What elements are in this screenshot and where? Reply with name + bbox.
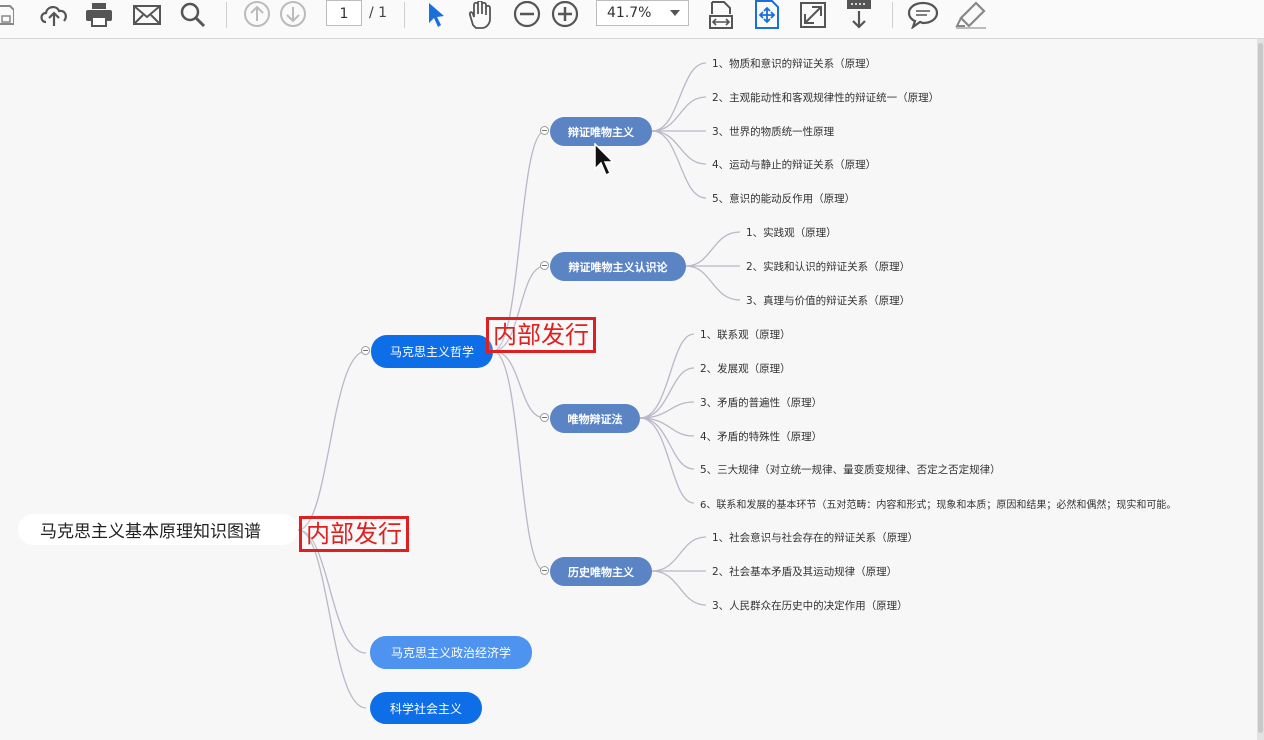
leaf-item: 1、联系观（原理） [700,329,791,341]
leaf-item: 5、意识的能动反作用（原理） [712,193,856,205]
node-political-economy[interactable]: 马克思主义政治经济学 [370,636,532,669]
collapse-toggle-icon[interactable] [361,346,370,355]
zoom-out-icon[interactable] [512,0,542,30]
collapse-toggle-icon[interactable] [540,566,549,575]
save-icon[interactable] [0,0,14,30]
zoom-select[interactable]: 41.7% [596,0,689,26]
zoom-value: 41.7% [607,5,652,21]
fit-width-icon[interactable] [706,0,736,30]
internal-release-stamp: 内部发行 [486,317,596,353]
toolbar-divider [226,2,227,28]
select-tool-icon[interactable] [422,0,448,30]
leaf-item: 1、社会意识与社会存在的辩证关系（原理） [712,532,919,544]
leaf-item: 2、主观能动性和客观规律性的辩证统一（原理） [712,92,940,104]
mindmap-root-node[interactable]: 马克思主义基本原理知识图谱 [18,514,298,545]
leaf-item: 4、矛盾的特殊性（原理） [700,431,823,443]
leaf-item: 6、联系和发展的基本环节（五对范畴：内容和形式；现象和本质；原因和结果；必然和偶… [700,500,1177,511]
node-scientific-socialism[interactable]: 科学社会主义 [370,692,482,724]
highlight-icon[interactable] [954,0,988,30]
toolbar-divider [892,2,893,28]
node-historical-materialism[interactable]: 历史唯物主义 [550,557,652,586]
fullscreen-icon[interactable] [798,0,828,30]
leaf-item: 3、真理与价值的辩证关系（原理） [746,295,911,307]
search-icon[interactable] [178,0,208,30]
document-canvas [0,39,1257,740]
leaf-item: 4、运动与静止的辩证关系（原理） [712,159,877,171]
zoom-in-icon[interactable] [550,0,580,30]
fit-page-icon[interactable] [752,0,782,30]
upload-icon[interactable] [38,0,70,30]
node-marxist-philosophy[interactable]: 马克思主义哲学 [371,335,493,368]
email-icon[interactable] [132,0,162,30]
leaf-item: 3、矛盾的普遍性（原理） [700,397,823,409]
page-number-input[interactable]: 1 [326,0,362,26]
chevron-down-icon [670,10,680,16]
leaf-item: 3、世界的物质统一性原理 [712,126,835,138]
toolbar-divider [404,2,405,28]
prev-page-icon[interactable] [242,0,272,30]
download-icon[interactable] [844,0,874,30]
page-total: / 1 [369,5,388,21]
leaf-item: 1、实践观（原理） [746,227,837,239]
leaf-item: 3、人民群众在历史中的决定作用（原理） [712,600,908,612]
leaf-item: 2、发展观（原理） [700,363,791,375]
node-epistemology[interactable]: 辩证唯物主义认识论 [550,252,686,281]
leaf-item: 2、社会基本矛盾及其运动规律（原理） [712,566,898,578]
toolbar: 1 / 1 41.7% [0,0,1264,39]
node-dialectical-materialism[interactable]: 辩证唯物主义 [550,117,652,146]
collapse-toggle-icon[interactable] [540,261,549,270]
node-materialist-dialectics[interactable]: 唯物辩证法 [550,404,640,433]
comment-icon[interactable] [906,0,940,30]
leaf-item: 2、实践和认识的辩证关系（原理） [746,261,911,273]
internal-release-stamp: 内部发行 [299,516,409,552]
vertical-scrollbar[interactable] [1257,39,1264,740]
hand-tool-icon[interactable] [464,0,496,30]
scrollbar-thumb[interactable] [1258,43,1263,733]
leaf-item: 1、物质和意识的辩证关系（原理） [712,58,877,70]
next-page-icon[interactable] [278,0,308,30]
print-icon[interactable] [84,0,114,30]
collapse-toggle-icon[interactable] [540,126,549,135]
leaf-item: 5、三大规律（对立统一规律、量变质变规律、否定之否定规律） [700,464,1001,476]
mouse-cursor-icon [594,143,615,177]
collapse-toggle-icon[interactable] [540,413,549,422]
